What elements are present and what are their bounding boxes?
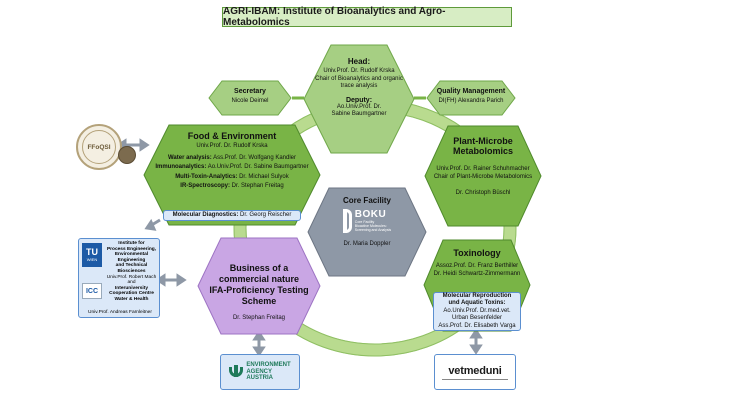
- food-row-water: Water analysis: Ass.Prof. Dr. Wolfgang K…: [167, 154, 297, 161]
- mol-repro-line-2: Urban Besenfelder: [451, 315, 503, 322]
- core-title: Core Facility: [342, 196, 391, 205]
- tu-logo-top: TU: [86, 247, 98, 257]
- ffoqsi-badge-icon: [118, 146, 136, 164]
- core-facility-hexagon: Core Facility BOKU Core Facility Bioacti…: [307, 187, 427, 277]
- boku-logo: BOKU Core Facility Bioactive Molecules: …: [342, 209, 392, 233]
- quality-name: DI(FH) Alexandra Parich: [438, 98, 504, 104]
- tu-line-8: Cooperation Centre: [109, 291, 154, 297]
- env-agency-line-1: ENVIRONMENT: [246, 362, 291, 369]
- boku-logo-sub-3: Screening and Analysis: [354, 228, 392, 232]
- vetmeduni-text: vetmeduni: [448, 364, 502, 377]
- head-title: Head:: [347, 57, 371, 66]
- core-name: Dr. Maria Doppler: [343, 241, 391, 247]
- boku-logo-text: BOKU: [354, 209, 387, 220]
- boku-logo-sub-2: Bioactive Molecules:: [354, 224, 387, 228]
- food-row-immuno: Immunoanalytics: Ao.Univ.Prof. Dr. Sabin…: [155, 164, 309, 170]
- business-title-3: IFA-Proficiency Testing: [209, 285, 309, 295]
- tu-line-7: Interuniversity: [114, 285, 149, 291]
- deputy-name-1: Ao.Univ.Prof. Dr.: [336, 103, 382, 110]
- vetmeduni-box: vetmeduni: [434, 354, 516, 390]
- toxinology-title: Toxinology: [453, 248, 501, 258]
- deputy-title: Deputy:: [345, 96, 373, 104]
- arrow-tox-vetmed: [469, 328, 483, 355]
- environment-agency-logo-icon: [229, 365, 244, 379]
- business-title-1: Business of a: [229, 263, 289, 273]
- secretary-name: Nicole Deimel: [231, 98, 269, 104]
- tu-line-9: Water & Health: [114, 296, 149, 302]
- environment-agency-box: ENVIRONMENT AGENCY AUSTRIA: [220, 354, 300, 390]
- food-title: Food & Environment: [187, 131, 277, 141]
- page-title: AGRI-IBAM: Institute of Bioanalytics and…: [223, 6, 446, 28]
- tu-line-2: Process Engineering,: [106, 246, 157, 252]
- ffoqsi-logo: FFoQSI: [76, 124, 122, 170]
- plant-title-2: Metabolomics: [452, 146, 513, 156]
- quality-hexagon: Quality Management DI(FH) Alexandra Pari…: [426, 80, 516, 116]
- mol-repro-line-1: Ao.Univ.Prof. Dr.med.vet.: [443, 307, 511, 314]
- head-chair: Chair of Bioanalytics and organic: [315, 75, 403, 82]
- arrow-business-env: [252, 330, 266, 357]
- tu-wien-box: TU WIEN ICC Institute for Process Engine…: [78, 238, 160, 318]
- icc-text: ICC: [85, 287, 99, 295]
- arrow-tu-food: [144, 218, 161, 231]
- head-name: Univ.Prof. Dr. Rudolf Krska: [323, 68, 395, 74]
- tu-line-1: Institute for: [118, 241, 145, 246]
- plant-head: Univ.Prof. Dr. Rainer Schuhmacher: [436, 166, 530, 172]
- tu-line-5: Univ.Prof. Robert Mach: [106, 274, 157, 280]
- mol-repro-line-3: Ass.Prof. Dr. Elisabeth Varga: [438, 322, 516, 329]
- tu-wien-logo: TU WIEN: [82, 243, 102, 267]
- tu-line-6: and: [127, 280, 136, 286]
- mol-repro-title-1: Molecular Reproduction: [442, 292, 512, 299]
- vetmeduni-underline: [442, 378, 508, 380]
- ffoqsi-text: FFoQSI: [87, 143, 111, 151]
- food-row-multitoxin: Multi-Toxin-Analytics: Dr. Michael Sulyo…: [175, 173, 289, 180]
- toxinology-head: Assoz.Prof. Dr. Franz Berthiller: [435, 263, 519, 269]
- boku-logo-mark-icon: [342, 209, 352, 233]
- toxinology-hexagon: Toxinology Assoz.Prof. Dr. Franz Berthil…: [423, 239, 531, 332]
- tu-line-10: Univ.Prof. Andreas Farnleitner: [88, 310, 152, 315]
- plant-title-1: Plant-Microbe: [453, 136, 513, 146]
- molecular-reproduction-box: Molecular Reproduction und Aquatic Toxin…: [433, 292, 521, 331]
- molecular-diagnostics-box: Molecular Diagnostics: Dr. Georg Reische…: [163, 210, 301, 221]
- tu-line-4: and Technical Biosciences: [115, 263, 148, 274]
- plant-member: Dr. Christoph Büschl: [455, 190, 511, 196]
- business-title-4: Scheme: [241, 296, 277, 306]
- quality-title: Quality Management: [436, 88, 506, 95]
- secretary-title: Secretary: [234, 88, 266, 95]
- plant-microbe-hexagon: Plant-Microbe Metabolomics Univ.Prof. Dr…: [424, 125, 542, 227]
- icc-logo: ICC: [82, 283, 102, 299]
- business-title-2: commercial nature: [218, 274, 300, 284]
- food-head: Univ.Prof. Dr. Rudolf Krska: [196, 143, 268, 149]
- food-environment-hexagon: Food & Environment Univ.Prof. Dr. Rudolf…: [143, 124, 321, 226]
- title-banner: AGRI-IBAM: Institute of Bioanalytics and…: [222, 6, 512, 28]
- plant-chair: Chair of Plant-Microbe Metabolomics: [433, 173, 533, 180]
- business-hexagon: Business of a commercial nature IFA-Prof…: [197, 237, 321, 335]
- env-agency-line-3: AUSTRIA: [246, 375, 273, 382]
- molecular-diagnostics-name: Dr. Georg Reischer: [238, 211, 292, 218]
- head-hexagon: Head: Univ.Prof. Dr. Rudolf Krska Chair …: [303, 44, 415, 154]
- business-name: Dr. Stephan Freitag: [232, 315, 285, 321]
- mol-repro-title-2: und Aquatic Toxins:: [448, 300, 506, 307]
- tu-line-3: Environmental Engineering: [114, 252, 149, 263]
- food-row-ir: IR-Spectroscopy: Dr. Stephan Freitag: [180, 183, 284, 189]
- arrow-ffogsi-food: [116, 138, 150, 152]
- boku-logo-sub-1: Core Facility: [354, 220, 375, 224]
- arrow-tu-business: [155, 273, 187, 287]
- tu-logo-bottom: WIEN: [86, 257, 98, 262]
- deputy-name-2: Sabine Baumgartner: [331, 111, 387, 117]
- molecular-diagnostics-label: Molecular Diagnostics:: [172, 211, 239, 218]
- head-chair-2: trace analysis: [340, 83, 378, 89]
- env-agency-line-2: AGENCY: [246, 368, 272, 375]
- toxinology-member: Dr. Heidi Schwartz-Zimmermann: [433, 270, 521, 277]
- secretary-hexagon: Secretary Nicole Deimel: [208, 80, 292, 116]
